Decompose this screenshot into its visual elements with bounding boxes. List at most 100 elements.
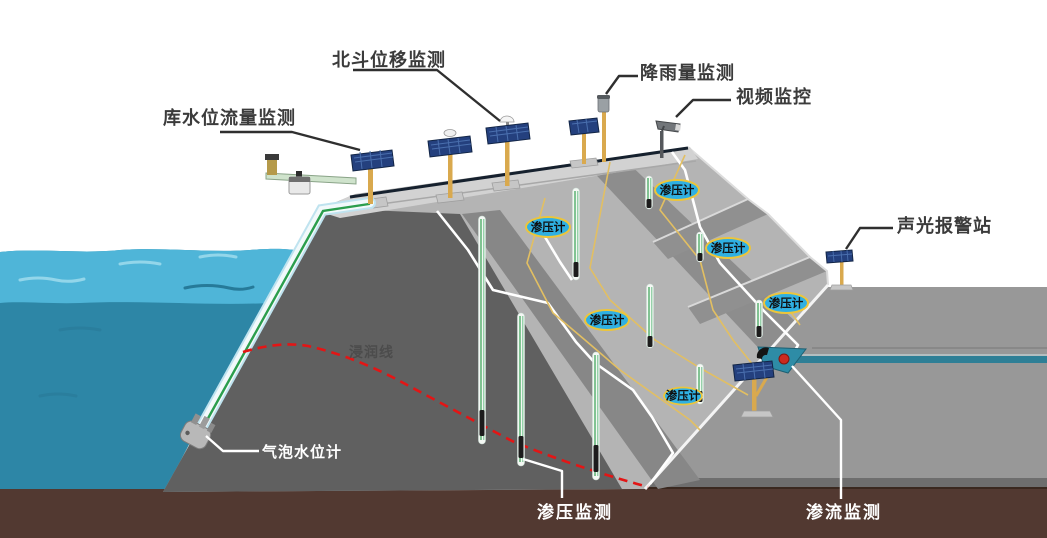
svg-text:渗压计: 渗压计 [590, 313, 625, 327]
dark-leader-lines [220, 68, 893, 250]
piezometer-label: 渗压计 [663, 386, 703, 406]
svg-text:渗压计: 渗压计 [531, 220, 566, 234]
piezometer-tube [755, 299, 763, 339]
leader-rainfall [605, 74, 638, 95]
gnss-stem [506, 122, 509, 127]
wave-mark [198, 253, 238, 259]
wave-mark-dark [183, 284, 255, 291]
gauge-port [185, 430, 190, 436]
piezometer-labels: 渗压计 渗压计 渗压计 渗压计 渗压计 渗压计 [525, 179, 809, 406]
seepage-flow-station [732, 346, 807, 418]
label-seepage-flow: 渗流监测 [806, 502, 882, 522]
leader-beidou [353, 68, 501, 122]
weir-spout [756, 347, 769, 359]
right-profile-edge [687, 146, 829, 286]
station-pole [448, 154, 453, 198]
station-pad [829, 284, 854, 291]
berm-band-2 [688, 257, 827, 324]
solar-panel [568, 117, 600, 136]
water-deep [0, 248, 299, 489]
station-pole [368, 168, 373, 204]
piezometer-tube [478, 215, 486, 445]
antenna-cap [443, 129, 457, 137]
berm-edge-1 [652, 198, 749, 243]
valve-wheel [778, 353, 790, 365]
solar-grid [430, 137, 472, 156]
camera-lens [675, 124, 681, 131]
bubble-gauge [179, 413, 216, 450]
piezometer-label: 渗压计 [584, 309, 630, 331]
water-light-band [0, 248, 299, 304]
svg-text:渗压计: 渗压计 [769, 296, 804, 310]
piezometer-tube [646, 283, 654, 349]
station-pole [752, 378, 757, 414]
label-beidou: 北斗位移监测 [332, 49, 446, 70]
piezometer-label: 渗压计 [705, 237, 751, 259]
sensor-knob [296, 171, 302, 177]
label-rainfall: 降雨量监测 [640, 62, 735, 83]
drainage-channel [788, 356, 1047, 363]
camera-bracket [661, 125, 665, 132]
piezometer-tube [517, 312, 525, 467]
svg-text:渗压计: 渗压计 [666, 389, 701, 403]
leader-bubble-gauge [205, 435, 259, 453]
rain-gauge-cylinder [597, 96, 610, 113]
sensor-box-top [289, 177, 310, 182]
wave-mark-dark [58, 326, 102, 332]
label-seepage-pressure: 渗压监测 [537, 502, 613, 522]
rain-gauge-pole [602, 111, 606, 162]
plain-shade [620, 287, 1047, 488]
leader-alarm [845, 226, 893, 250]
wave-mark-dark [38, 392, 78, 398]
solar-grid [827, 249, 853, 263]
station-pole [840, 261, 844, 288]
solar-station [427, 129, 473, 198]
piezometer-tube [696, 231, 704, 263]
video-camera [655, 120, 681, 158]
leader-reservoir-level [220, 130, 361, 152]
toe-edge [643, 283, 830, 491]
leader-seepage-pressure [522, 457, 564, 498]
solar-panel [825, 249, 854, 264]
wave-mark [18, 276, 86, 283]
piezometer-tube [592, 351, 600, 481]
label-alarm: 声光报警站 [896, 215, 992, 236]
foundation-soil [0, 488, 1047, 538]
arm-post [267, 158, 277, 175]
gauge-nozzle [190, 413, 201, 426]
wave-mark [118, 260, 162, 266]
solar-grid [488, 124, 530, 143]
ramp-road-1 [462, 210, 700, 489]
label-video: 视频监控 [736, 86, 812, 107]
berm-band-1 [653, 199, 768, 259]
crest-back-line [349, 146, 689, 199]
piezometer-label: 渗压计 [763, 292, 809, 314]
solar-grid [735, 361, 774, 381]
beidou-station [485, 115, 531, 186]
piezometer-tube [645, 175, 653, 210]
upstream-pipe [194, 197, 376, 436]
solar-grid [571, 118, 598, 134]
svg-text:渗压计: 渗压计 [660, 183, 695, 197]
gauge-nozzle [206, 422, 216, 434]
rain-gauge-cap [597, 95, 610, 99]
label-bubble-gauge: 气泡水位计 [261, 443, 342, 461]
arm-post-cap [265, 154, 279, 160]
piezometer-tube [572, 187, 580, 281]
dam-body [163, 146, 830, 492]
station-pole [505, 140, 510, 186]
label-reservoir-level-flow: 库水位流量监测 [163, 107, 296, 128]
label-phreatic-line: 浸润线 [349, 344, 394, 360]
reservoir-water [0, 248, 299, 489]
leader-video [675, 98, 731, 118]
white-leader-lines [205, 365, 843, 499]
piezometer-label: 渗压计 [525, 216, 571, 238]
station-pole [582, 134, 586, 164]
dam-core [163, 208, 622, 492]
berm-edge-2 [687, 256, 811, 308]
alarm-station [825, 249, 854, 291]
sensor-arm [265, 172, 357, 185]
downstream-ground-plain [600, 287, 1047, 488]
